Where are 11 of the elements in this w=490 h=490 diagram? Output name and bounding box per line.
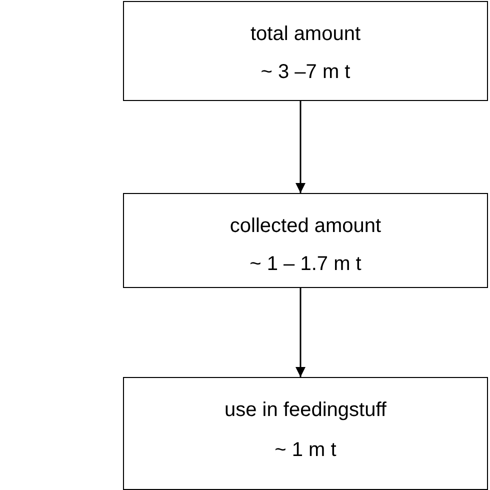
box-heading: total amount <box>250 22 361 46</box>
amount-text: ~ 3 –7 m t <box>260 60 350 84</box>
process-box <box>123 377 488 490</box>
box-heading: use in feedingstuff <box>224 398 386 422</box>
amount-text: ~ 1 – 1.7 m t <box>250 252 362 276</box>
process-box <box>123 1 488 101</box>
arrow <box>296 288 306 377</box>
box-heading: collected amount <box>230 214 382 238</box>
arrow <box>296 101 306 193</box>
process-box <box>123 193 488 288</box>
amount-text: ~ 1 m t <box>274 438 336 462</box>
